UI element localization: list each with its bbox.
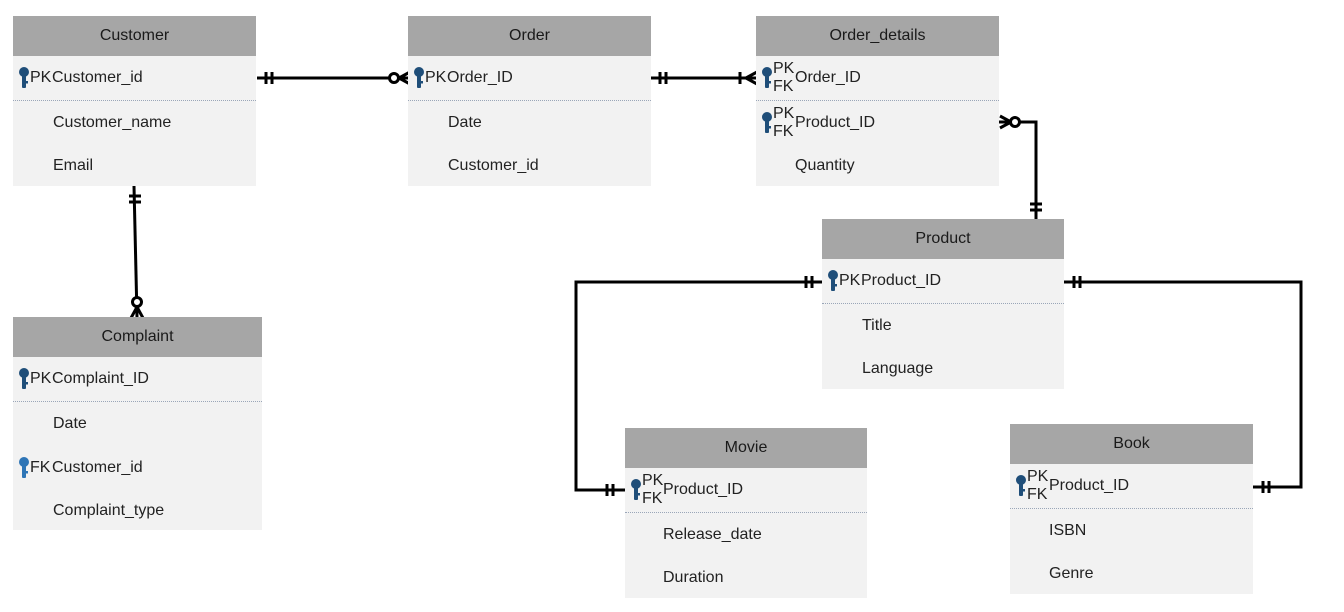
entity-product[interactable]: Product PK Product_ID Title Language [822,219,1064,389]
key-label: PK [1027,468,1049,485]
fk-key-icon [19,457,29,478]
key-icon [414,67,424,88]
attribute-name: ISBN [1049,522,1087,539]
attribute-row: PK Product_ID [822,259,1064,304]
rel-order-orderdetails [651,70,758,86]
attribute-name: Complaint_ID [52,370,149,387]
attribute-name: Product_ID [795,114,876,131]
key-label: PK [773,105,795,122]
attribute-row: FK Customer_id [13,446,262,490]
key-label-stack: PK FK [642,472,663,508]
key-label: FK [30,459,51,476]
entity-movie[interactable]: Movie PK FK Product_ID Release_date Dura… [625,428,867,598]
rel-product-book [1064,276,1303,493]
key-label: PK [30,69,52,86]
attribute-name: Product_ID [1049,477,1130,494]
key-label-stack: PK FK [773,60,794,96]
entity-customer[interactable]: Customer PK Customer_id Customer_name Em… [13,16,256,186]
attribute-name: Order_ID [447,69,513,86]
entity-order[interactable]: Order PK Order_ID Date Customer_id [408,16,651,186]
attribute-row: Customer_name [13,101,256,145]
key-icon [631,479,641,500]
attribute-name: Customer_id [52,459,143,476]
entity-title: Order_details [756,16,999,56]
rel-orderdetails-product [999,114,1042,219]
entity-title: Movie [625,428,867,468]
rel-customer-order [257,70,411,86]
key-icon [762,67,772,88]
entity-order-details[interactable]: Order_details PK FK Order_ID PK FK Produ… [756,16,999,186]
key-icon [19,368,29,389]
attribute-row: PK FK Order_ID [756,56,999,101]
attribute-row: PK Order_ID [408,56,651,101]
attribute-name: Duration [663,569,724,586]
attribute-row: Release_date [625,513,867,557]
key-label: PK [773,60,795,77]
attribute-name: Genre [1049,565,1094,582]
attribute-row: Title [822,304,1064,348]
attribute-name: Customer_id [52,69,143,86]
rel-customer-complaint [129,185,145,319]
attribute-row: Duration [625,557,867,599]
attribute-row: PK FK Product_ID [1010,464,1253,509]
attribute-row: Language [822,348,1064,390]
entity-book[interactable]: Book PK FK Product_ID ISBN Genre [1010,424,1253,594]
entity-title: Customer [13,16,256,56]
attribute-name: Date [448,114,482,131]
attribute-row: Complaint_type [13,490,262,531]
attribute-name: Product_ID [663,481,744,498]
entity-title: Product [822,219,1064,259]
attribute-name: Order_ID [795,69,861,86]
attribute-row: Quantity [756,145,999,187]
attribute-name: Product_ID [861,272,942,289]
attribute-name: Quantity [795,157,855,174]
attribute-name: Customer_id [448,157,539,174]
attribute-name: Email [53,157,94,174]
attribute-row: PK Complaint_ID [13,357,262,402]
attribute-row: PK Customer_id [13,56,256,101]
attribute-name: Date [53,415,87,432]
attribute-row: Customer_id [408,145,651,187]
attribute-name: Language [862,360,934,377]
attribute-name: Customer_name [53,114,172,131]
attribute-row: PK FK Product_ID [756,101,999,145]
attribute-row: Genre [1010,553,1253,595]
key-label: FK [1027,486,1048,503]
key-label: PK [839,272,861,289]
key-label-stack: PK FK [1027,468,1048,504]
attribute-name: Title [862,317,892,334]
attribute-row: ISBN [1010,509,1253,553]
entity-complaint[interactable]: Complaint PK Complaint_ID Date FK Custom… [13,317,262,530]
key-label: FK [773,123,794,140]
key-label: PK [642,472,664,489]
attribute-row: Email [13,145,256,187]
key-icon [762,112,772,133]
key-label: FK [642,490,663,507]
key-icon [19,67,29,88]
entity-title: Order [408,16,651,56]
key-label: PK [425,69,447,86]
attribute-row: PK FK Product_ID [625,468,867,513]
attribute-row: Date [13,402,262,446]
attribute-row: Date [408,101,651,145]
key-label: PK [30,370,52,387]
attribute-name: Release_date [663,526,762,543]
key-icon [828,270,838,291]
key-label: FK [773,78,794,95]
entity-title: Book [1010,424,1253,464]
key-label-stack: PK FK [773,105,794,141]
attribute-name: Complaint_type [53,501,165,519]
key-icon [1016,475,1026,496]
rel-product-movie [574,276,822,496]
entity-title: Complaint [13,317,262,357]
